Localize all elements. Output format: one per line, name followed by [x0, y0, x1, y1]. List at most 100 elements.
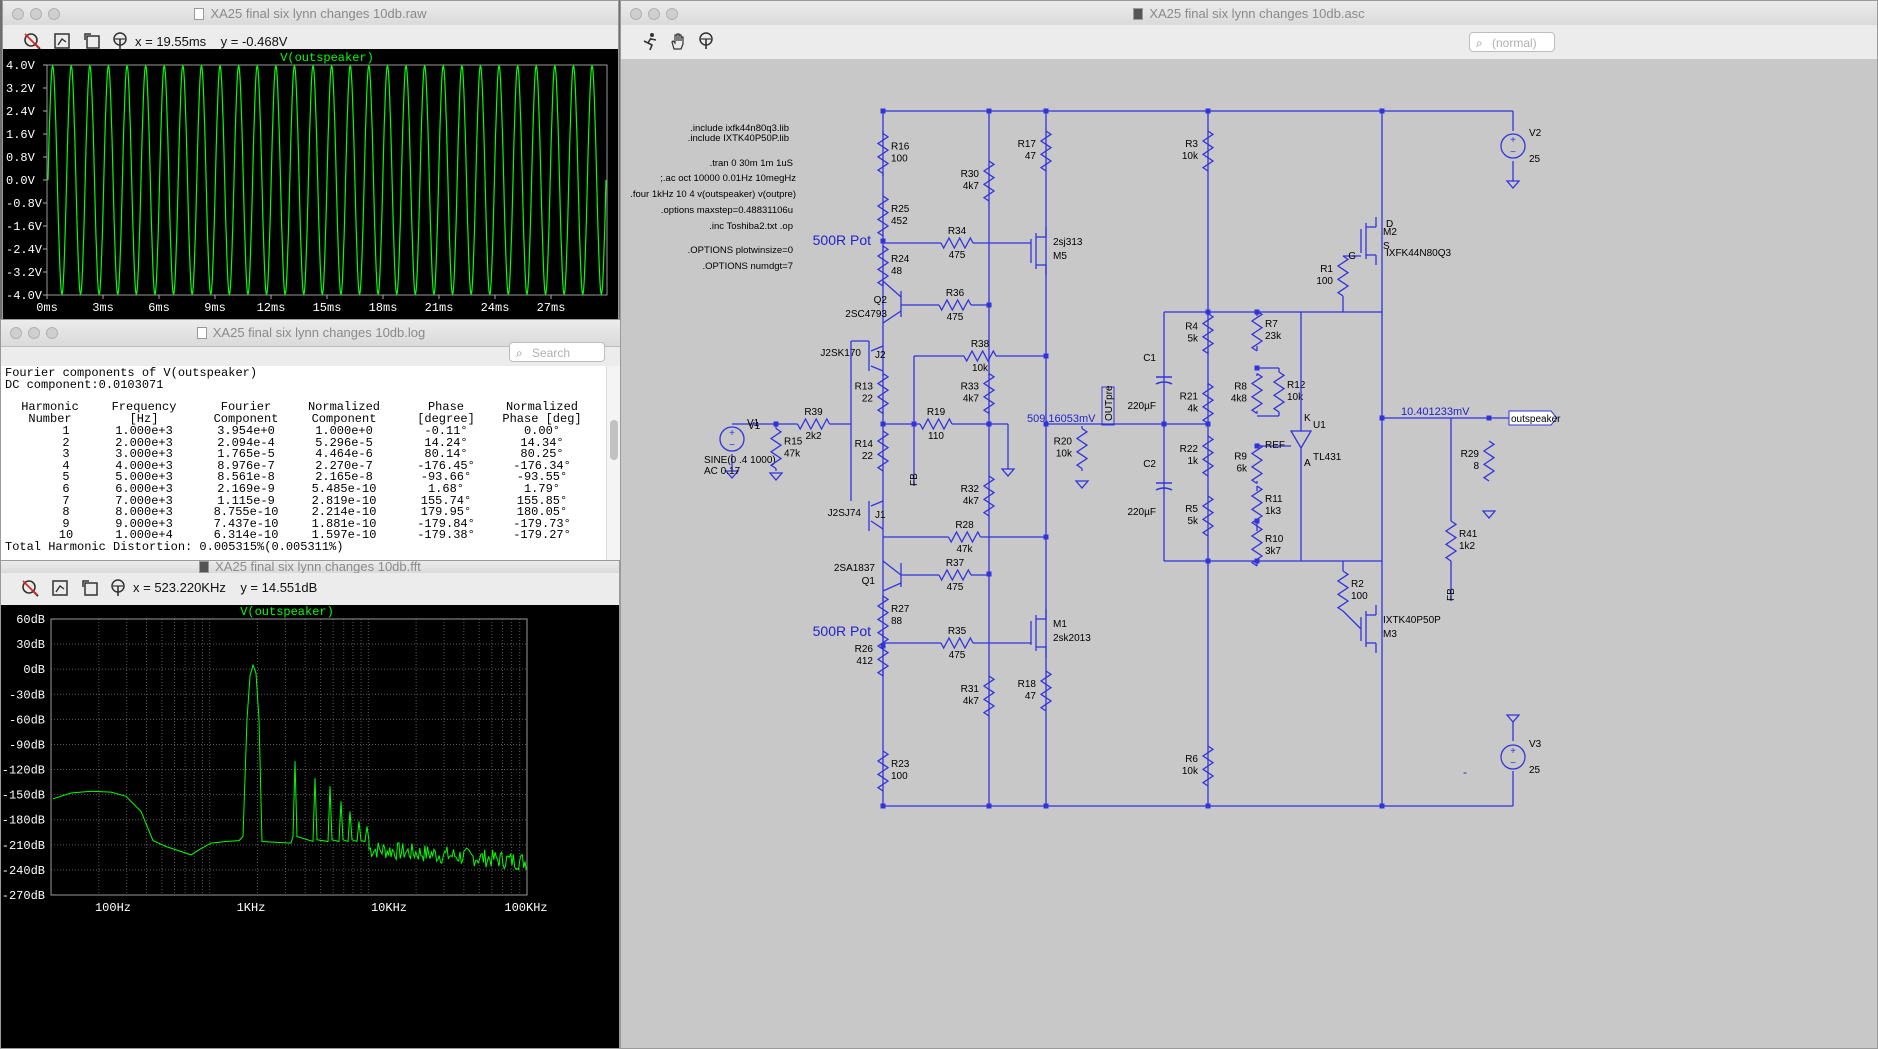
table-row: -0.11°	[424, 424, 468, 438]
schematic-label: R17	[1018, 139, 1037, 150]
title-bar[interactable]: XA25 final six lynn changes 10db.raw	[3, 1, 618, 26]
zoom-cancel-icon[interactable]	[19, 578, 41, 600]
zoom-button[interactable]	[48, 8, 60, 20]
schematic-label: −	[729, 440, 735, 451]
zoom-back-icon[interactable]	[79, 578, 101, 600]
y-tick-label: -240dB	[2, 864, 45, 878]
y-tick-label: -1.6V	[6, 220, 43, 234]
schematic-label: A	[1304, 458, 1311, 469]
close-button[interactable]	[630, 8, 642, 20]
title-bar[interactable]: XA25 final six lynn changes 10db.asc	[621, 1, 1877, 26]
junction	[1043, 534, 1049, 540]
zoom-button[interactable]	[666, 8, 678, 20]
table-row: 1.000e+3	[115, 424, 173, 438]
x-tick-label: 15ms	[313, 301, 342, 315]
table-header: Phase [deg]	[502, 412, 582, 426]
zoom-full-icon[interactable]	[51, 31, 73, 53]
x-tick-label: 1KHz	[237, 901, 266, 915]
table-row: -176.34°	[513, 458, 571, 473]
resistor	[876, 245, 890, 287]
stray-text: -	[1463, 765, 1467, 779]
probe-icon[interactable]	[695, 31, 717, 53]
schematic-label: R25	[891, 204, 910, 215]
schematic-label: R12	[1287, 380, 1306, 391]
pot-label: 500R Pot	[813, 232, 871, 248]
pan-icon[interactable]	[109, 31, 131, 53]
schematic-label: R30	[961, 169, 980, 180]
schematic-label: R16	[891, 142, 910, 153]
table-row: 1	[62, 424, 70, 438]
resistor	[982, 372, 996, 415]
run-icon[interactable]	[639, 31, 661, 53]
log-text-area[interactable]: Fourier components of V(outspeaker) DC c…	[1, 366, 607, 565]
close-button[interactable]	[12, 8, 24, 20]
schematic-label: R23	[891, 759, 910, 770]
table-header: [degree]	[417, 412, 475, 426]
wire	[870, 345, 884, 352]
y-tick-label: -210dB	[2, 839, 45, 853]
resistor	[963, 349, 997, 363]
x-tick-label: 21ms	[425, 301, 454, 315]
zoom-back-icon[interactable]	[81, 31, 103, 53]
schematic-label: R6	[1185, 754, 1198, 765]
schematic-label: TL431	[1313, 452, 1342, 463]
junction	[880, 803, 886, 809]
table-row: 155.74°	[420, 493, 472, 508]
schematic-label: M3	[1383, 629, 1397, 640]
schematic-label: M2	[1383, 227, 1397, 238]
table-row: 4.464e-6	[315, 447, 373, 462]
schematic-canvas[interactable]: .include ixfk44n80q3.lib.include IXTK40P…	[621, 59, 1877, 1048]
junction	[1486, 415, 1492, 421]
spice-directive: .OPTIONS numdgt=7	[702, 261, 793, 272]
y-tick-label: -270dB	[2, 889, 45, 903]
wire	[882, 310, 902, 324]
minimize-button[interactable]	[30, 8, 42, 20]
table-row: 7	[62, 493, 70, 508]
resistor	[1250, 485, 1264, 527]
schematic-label: 8	[1473, 461, 1479, 472]
ground-symbol	[1000, 468, 1016, 477]
junction	[911, 421, 917, 427]
minimize-button[interactable]	[28, 327, 40, 339]
schematic-label: 110	[928, 431, 944, 442]
schematic-label: 1k2	[1459, 541, 1476, 552]
zoom-button[interactable]	[46, 327, 58, 339]
close-button[interactable]	[10, 327, 22, 339]
zoom-cancel-icon[interactable]	[21, 31, 43, 53]
resistor	[1250, 525, 1264, 567]
y-tick-label: -150dB	[2, 789, 45, 803]
pan-icon[interactable]	[107, 578, 129, 600]
log-search-input[interactable]: ⌕Search	[509, 342, 605, 362]
y-tick-label: 30dB	[16, 638, 45, 652]
schematic-label: 4k7	[963, 394, 980, 405]
schematic-label: 88	[891, 616, 903, 627]
wire	[882, 280, 902, 298]
junction	[1379, 108, 1385, 114]
schematic-label: R41	[1459, 529, 1478, 540]
resistor	[876, 430, 890, 472]
hand-icon[interactable]	[667, 31, 689, 53]
net-flag-outspeaker	[1508, 410, 1558, 426]
table-row: 1.68°	[427, 482, 464, 496]
resistor	[1272, 371, 1286, 413]
component-search-input[interactable]: ⌕(normal)	[1469, 32, 1555, 52]
schematic-label: 22	[862, 394, 874, 405]
schematic-label: K	[1304, 413, 1311, 424]
schematic-label: 47k	[956, 544, 973, 555]
voltage-source	[1500, 744, 1526, 770]
scroll-thumb[interactable]	[610, 420, 618, 460]
schematic-label: 100	[1316, 276, 1333, 287]
schematic-label: R22	[1180, 444, 1199, 455]
table-row: 10	[58, 528, 74, 543]
fft-chart: 60dB30dB0dB-30dB-60dB-90dB-120dB-150dB-1…	[2, 605, 548, 915]
resistor	[1336, 255, 1350, 297]
log-scrollbar[interactable]	[606, 366, 621, 565]
resistor	[876, 195, 890, 237]
y-tick-label: 0.0V	[6, 174, 36, 188]
minimize-button[interactable]	[648, 8, 660, 20]
zoom-full-icon[interactable]	[49, 578, 71, 600]
junction	[1043, 803, 1049, 809]
table-row: 7.437e-10	[213, 516, 279, 531]
